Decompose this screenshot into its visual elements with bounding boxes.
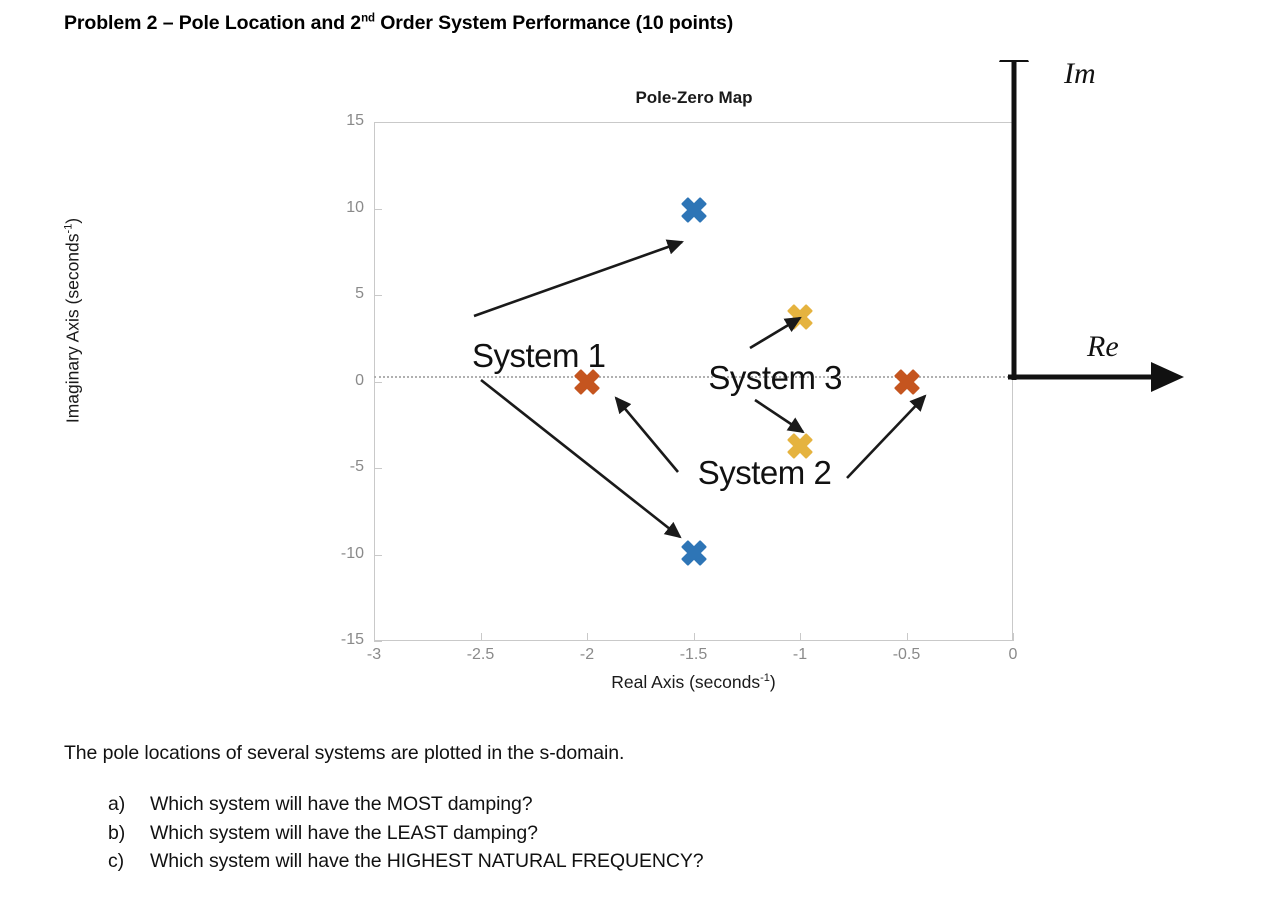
x-tick-label-m3: -3 xyxy=(366,646,382,663)
x-tick-m1 xyxy=(800,633,801,641)
question-text-1: Which system will have the MOST damping? xyxy=(150,793,533,815)
x-axis-label: Real Axis (seconds-1) xyxy=(374,672,1013,693)
y-tick-label-10: 10 xyxy=(346,198,364,216)
question-text-2: Which system will have the LEAST damping… xyxy=(150,821,538,844)
y-tick-m10 xyxy=(374,554,382,556)
im-axis-label: Im xyxy=(1064,57,1096,90)
question-list: a) Which system will have the MOST dampin… xyxy=(108,790,704,876)
chart-title: Pole-Zero Map xyxy=(635,88,753,107)
x-tick-m2 xyxy=(587,633,588,641)
y-tick-label-m5: -5 xyxy=(349,458,364,475)
y-tick-label-15: 15 xyxy=(346,112,364,129)
question-item-3: c) Which system will have the HIGHEST NAT… xyxy=(108,847,704,876)
y-tick-5 xyxy=(374,295,382,296)
y-tick-0 xyxy=(374,381,382,383)
annotation-label-system-3: System 3 xyxy=(708,359,842,397)
y-axis-label-tail: ) xyxy=(62,217,83,224)
question-item-1: a) Which system will have the MOST dampin… xyxy=(108,790,703,819)
x-tick-m05 xyxy=(906,633,908,641)
x-tick-label-m25: -2.5 xyxy=(466,646,495,663)
pole-marker-system-1-1 xyxy=(679,538,709,568)
x-tick-m15 xyxy=(693,633,695,641)
page-title-part2: Order System Performance (10 points) xyxy=(374,12,734,34)
x-axis-label-text: Real Axis (seconds xyxy=(611,672,761,692)
x-axis-label-sup: -1 xyxy=(760,672,770,685)
pole-marker-system-3-0 xyxy=(785,302,815,332)
y-tick-label-m10: -10 xyxy=(340,544,364,562)
y-tick-label-5: 5 xyxy=(355,285,364,302)
pole-marker-system-3-1 xyxy=(785,431,815,461)
y-tick-15 xyxy=(374,122,382,123)
question-marker-2: b) xyxy=(108,821,126,844)
pole-zero-figure: Pole-Zero Map 15 10 5 0 -5 -10 -15 -3 -2… xyxy=(0,57,1262,720)
annotation-label-system-1: System 1 xyxy=(471,336,606,374)
re-axis-label: Re xyxy=(1087,330,1119,363)
x-tick-label-m15: -1.5 xyxy=(679,646,708,663)
page-title-part1: Problem 2 – Pole Location and 2 xyxy=(64,12,362,34)
x-tick-m3 xyxy=(374,633,375,641)
pole-marker-system-1-0 xyxy=(679,195,709,225)
pole-marker-system-2-1 xyxy=(892,367,922,397)
x-tick-label-0: 0 xyxy=(1008,646,1018,663)
question-text-3: Which system will have the HIGHEST NATUR… xyxy=(150,850,704,872)
y-axis-label: Imaginary Axis (seconds-1) xyxy=(63,191,84,451)
x-tick-label-m2: -2 xyxy=(579,646,595,663)
x-tick-m25 xyxy=(480,633,482,641)
question-marker-3: c) xyxy=(108,850,125,872)
x-tick-label-m05: -0.5 xyxy=(892,646,921,663)
question-marker-1: a) xyxy=(108,793,126,815)
lead-paragraph: The pole locations of several systems ar… xyxy=(64,742,625,764)
y-axis-label-sup: -1 xyxy=(62,223,75,234)
y-tick-label-m15: -15 xyxy=(340,631,364,648)
annotation-label-system-2: System 2 xyxy=(697,454,832,492)
page-title: Problem 2 – Pole Location and 2nd Order … xyxy=(64,12,733,35)
y-tick-m5 xyxy=(374,468,382,469)
x-tick-label-m1: -1 xyxy=(792,646,808,663)
y-tick-label-0: 0 xyxy=(355,371,364,389)
y-axis-label-text: Imaginary Axis (seconds xyxy=(62,233,83,424)
page-title-superscript: nd xyxy=(361,12,375,25)
x-axis-label-tail: ) xyxy=(769,672,776,692)
real-axis-dotted-line xyxy=(374,375,1013,378)
y-tick-m15 xyxy=(374,641,382,642)
question-item-2: b) Which system will have the LEAST dampi… xyxy=(108,819,703,848)
y-tick-10 xyxy=(374,208,382,210)
x-tick-0 xyxy=(1013,633,1014,641)
